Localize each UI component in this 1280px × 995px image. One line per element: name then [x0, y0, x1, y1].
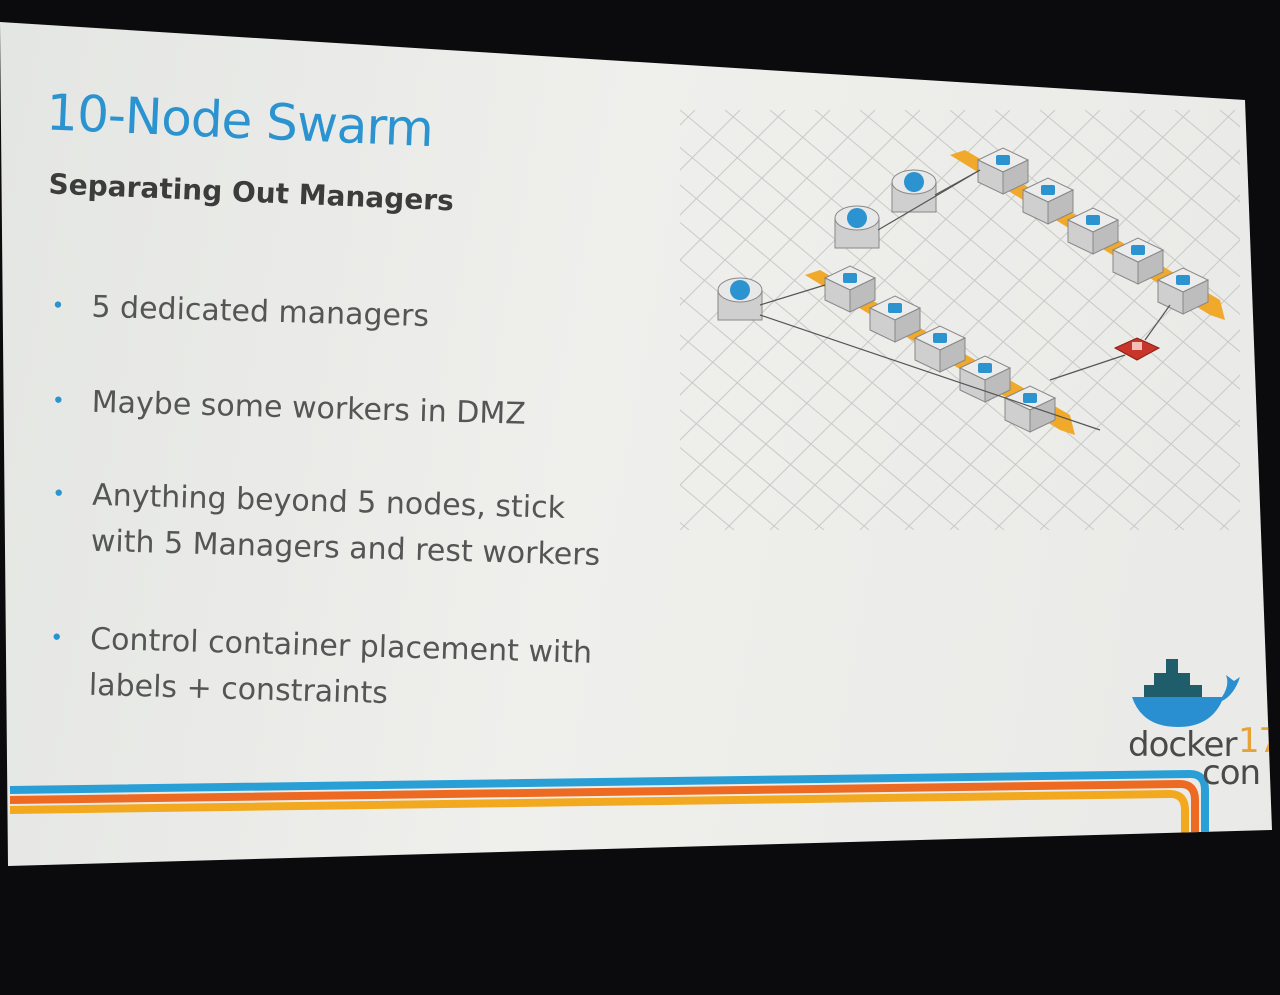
grid-line: [680, 110, 870, 530]
swarm-manager-icon: [847, 208, 867, 228]
grid-line: [904, 110, 1240, 530]
grid-line: [680, 110, 1050, 530]
grid-line: [680, 110, 915, 530]
grid-line: [1129, 110, 1240, 530]
bullet-item: • Control container placement with label…: [50, 617, 593, 723]
dockercon-logo: docker 17 con: [1120, 655, 1272, 793]
container-icon: [888, 303, 902, 313]
grid-line: [680, 110, 1011, 530]
logo-number: 17: [1238, 721, 1280, 761]
swarm-diagram: [680, 110, 1240, 530]
connection-line: [1144, 304, 1171, 341]
bullet-text: Maybe some workers in DMZ: [91, 384, 527, 432]
slide-title: 10-Node Swarm: [45, 83, 435, 159]
connection-line: [759, 314, 1101, 431]
bullet-item: • Maybe some workers in DMZ: [51, 380, 527, 438]
container-icon: [1023, 393, 1037, 403]
grid-line: [680, 110, 960, 530]
grid-line: [769, 110, 1240, 530]
grid-line: [680, 110, 921, 530]
worker-node-side: [1182, 279, 1209, 315]
grid-line: [1219, 110, 1240, 530]
grid-line: [680, 110, 831, 530]
grid-line: [680, 110, 876, 530]
grid-line: [680, 110, 786, 530]
worker-node-side: [1092, 219, 1119, 255]
grid-line: [1219, 110, 1240, 530]
grid-line: [1174, 110, 1240, 530]
container-icon: [1041, 185, 1055, 195]
container-icon: [1176, 275, 1190, 285]
worker-node-side: [1029, 397, 1056, 433]
connection-line: [934, 169, 981, 196]
grid-line: [994, 110, 1240, 530]
grid-line: [680, 110, 1185, 530]
bullet-text: 5 dedicated managers: [90, 289, 430, 335]
container-icon: [1086, 215, 1100, 225]
bullet-item: • 5 dedicated managers: [51, 285, 430, 340]
logo-suffix: con: [1202, 753, 1261, 793]
connection-line: [759, 284, 826, 306]
grid-line: [680, 110, 696, 530]
connection-line: [1049, 354, 1126, 381]
worker-node-side: [894, 307, 921, 343]
container-icon: [843, 273, 857, 283]
logo-word: docker: [1128, 725, 1237, 765]
bullet-dot: •: [49, 625, 64, 652]
worker-node-side: [849, 277, 876, 313]
external-node-icon: [1132, 342, 1142, 350]
docker-whale-icon: [1132, 659, 1240, 727]
swarm-manager-icon: [904, 172, 924, 192]
decorative-stripes: [9, 769, 1209, 840]
grid-line: [859, 110, 1240, 530]
grid-line: [1039, 110, 1240, 530]
grid-line: [814, 110, 1236, 530]
container-icon: [1131, 245, 1145, 255]
grid-line: [1084, 110, 1240, 530]
worker-node-side: [1002, 159, 1029, 195]
grid-line: [1039, 110, 1240, 530]
grid-line: [680, 110, 690, 530]
container-icon: [933, 333, 947, 343]
bullet-dot: •: [51, 481, 66, 508]
container-icon: [996, 155, 1010, 165]
bullet-item: • Anything beyond 5 nodes, stick with 5 …: [52, 473, 602, 579]
grid-line: [949, 110, 1240, 530]
grid-line: [680, 110, 1095, 530]
grid-line: [859, 110, 1240, 530]
bullet-dot: •: [51, 388, 66, 414]
swarm-manager-icon: [730, 280, 750, 300]
grid-line: [1129, 110, 1240, 530]
grid-line: [1084, 110, 1240, 530]
worker-node-side: [939, 337, 966, 373]
bullet-dot: •: [51, 293, 65, 319]
grid-line: [769, 110, 1191, 530]
grid-line: [904, 110, 1240, 530]
grid-line: [680, 110, 780, 530]
grid-line: [680, 110, 825, 530]
grid-line: [724, 110, 1146, 530]
worker-node-side: [1137, 249, 1164, 285]
slide: 10-Node Swarm Separating Out Managers • …: [0, 22, 1272, 866]
grid-line: [1174, 110, 1240, 530]
grid-line: [994, 110, 1240, 530]
container-icon: [978, 363, 992, 373]
slide-subtitle: Separating Out Managers: [47, 167, 455, 218]
grid-line: [724, 110, 1230, 530]
worker-node-side: [1047, 189, 1074, 225]
